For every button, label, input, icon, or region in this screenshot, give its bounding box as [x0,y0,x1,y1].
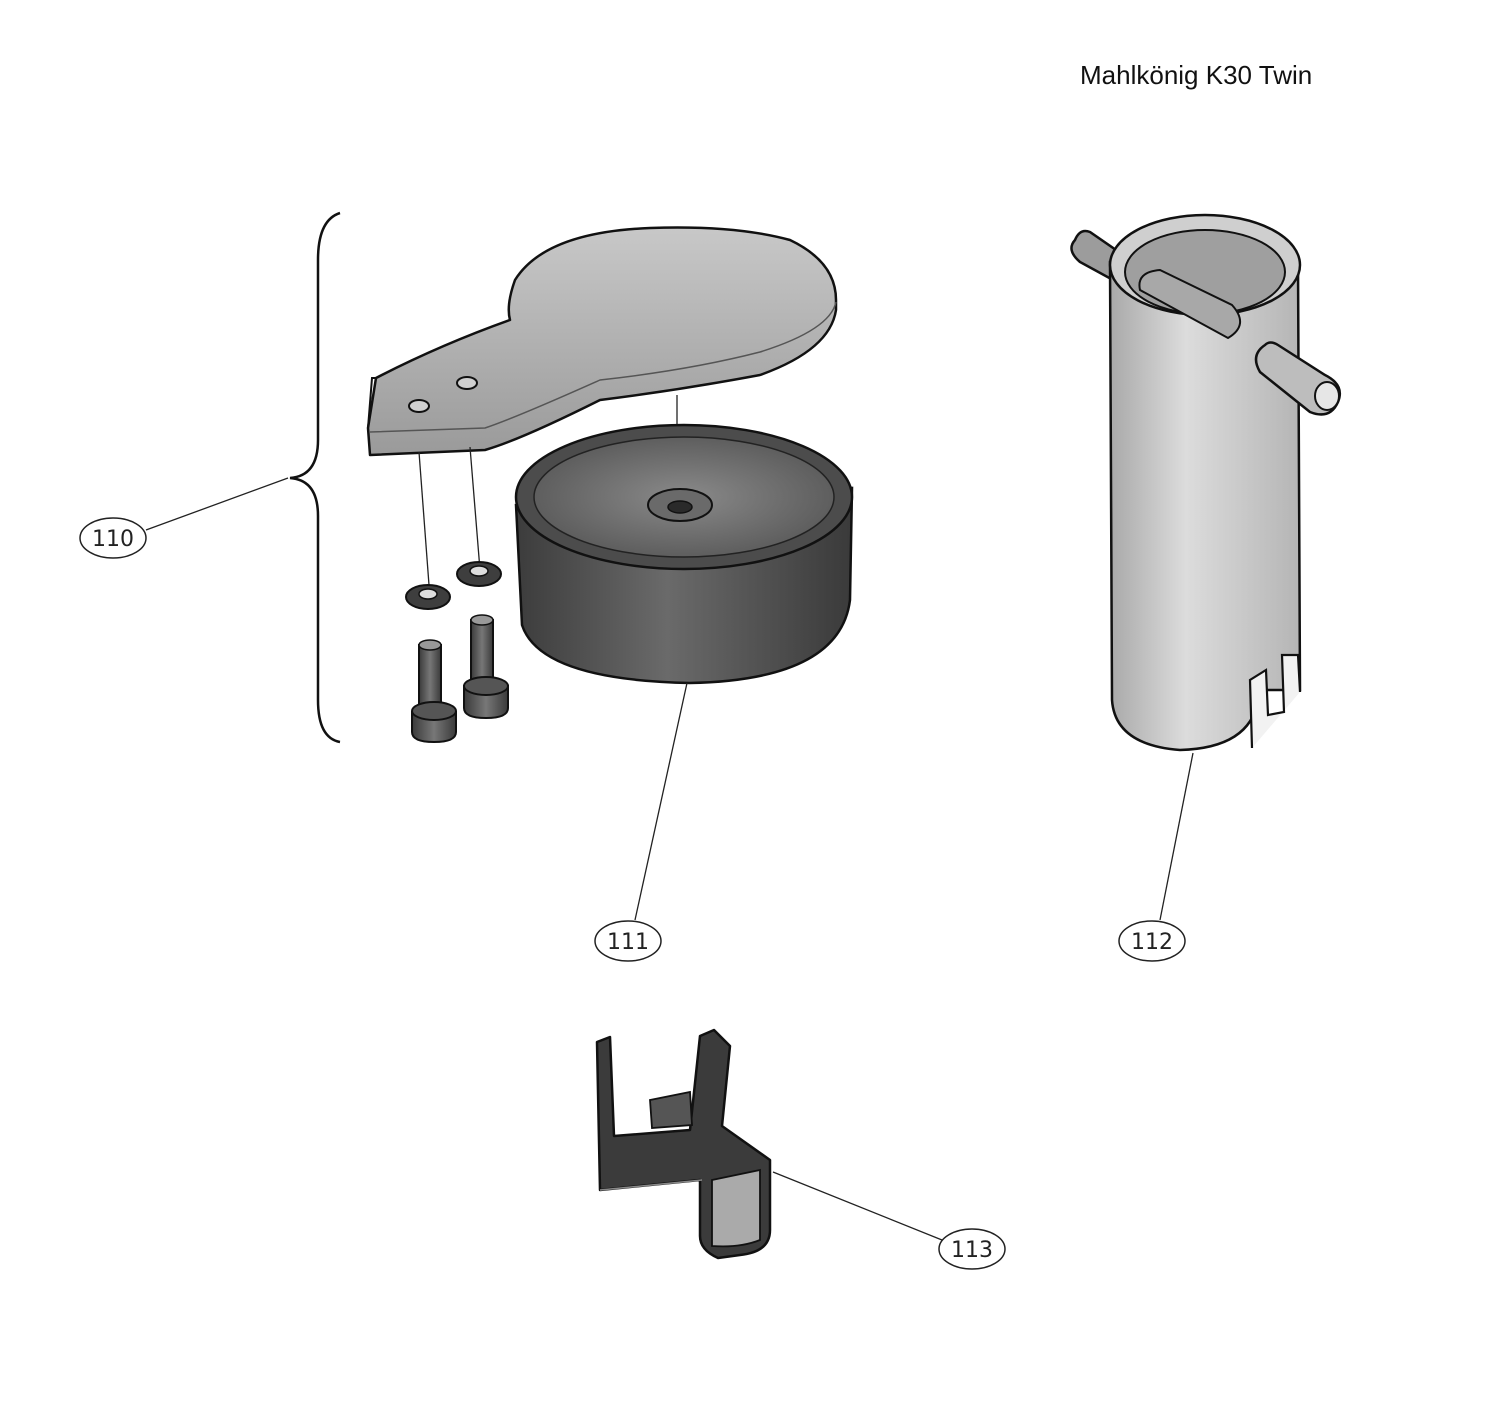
pipe-tool [1070,213,1342,752]
leader-lines [145,477,1194,1241]
svg-text:110: 110 [92,527,134,552]
callout-112: 112 [1118,920,1186,962]
washer-left [405,584,451,610]
puck-cylinder [514,423,854,685]
svg-text:113: 113 [951,1238,993,1263]
callout-111: 111 [594,920,662,962]
cover-plate [366,226,838,457]
svg-text:111: 111 [607,930,649,955]
clip-bracket [595,1028,772,1260]
svg-text:112: 112 [1131,930,1173,955]
group-bracket [289,211,341,744]
bolt-right [463,614,509,720]
page-title: Mahlkönig K30 Twin [1080,60,1313,90]
callout-110: 110 [79,517,147,559]
callout-113: 113 [938,1228,1006,1270]
bolt-left [411,639,457,744]
washer-right [456,561,502,587]
